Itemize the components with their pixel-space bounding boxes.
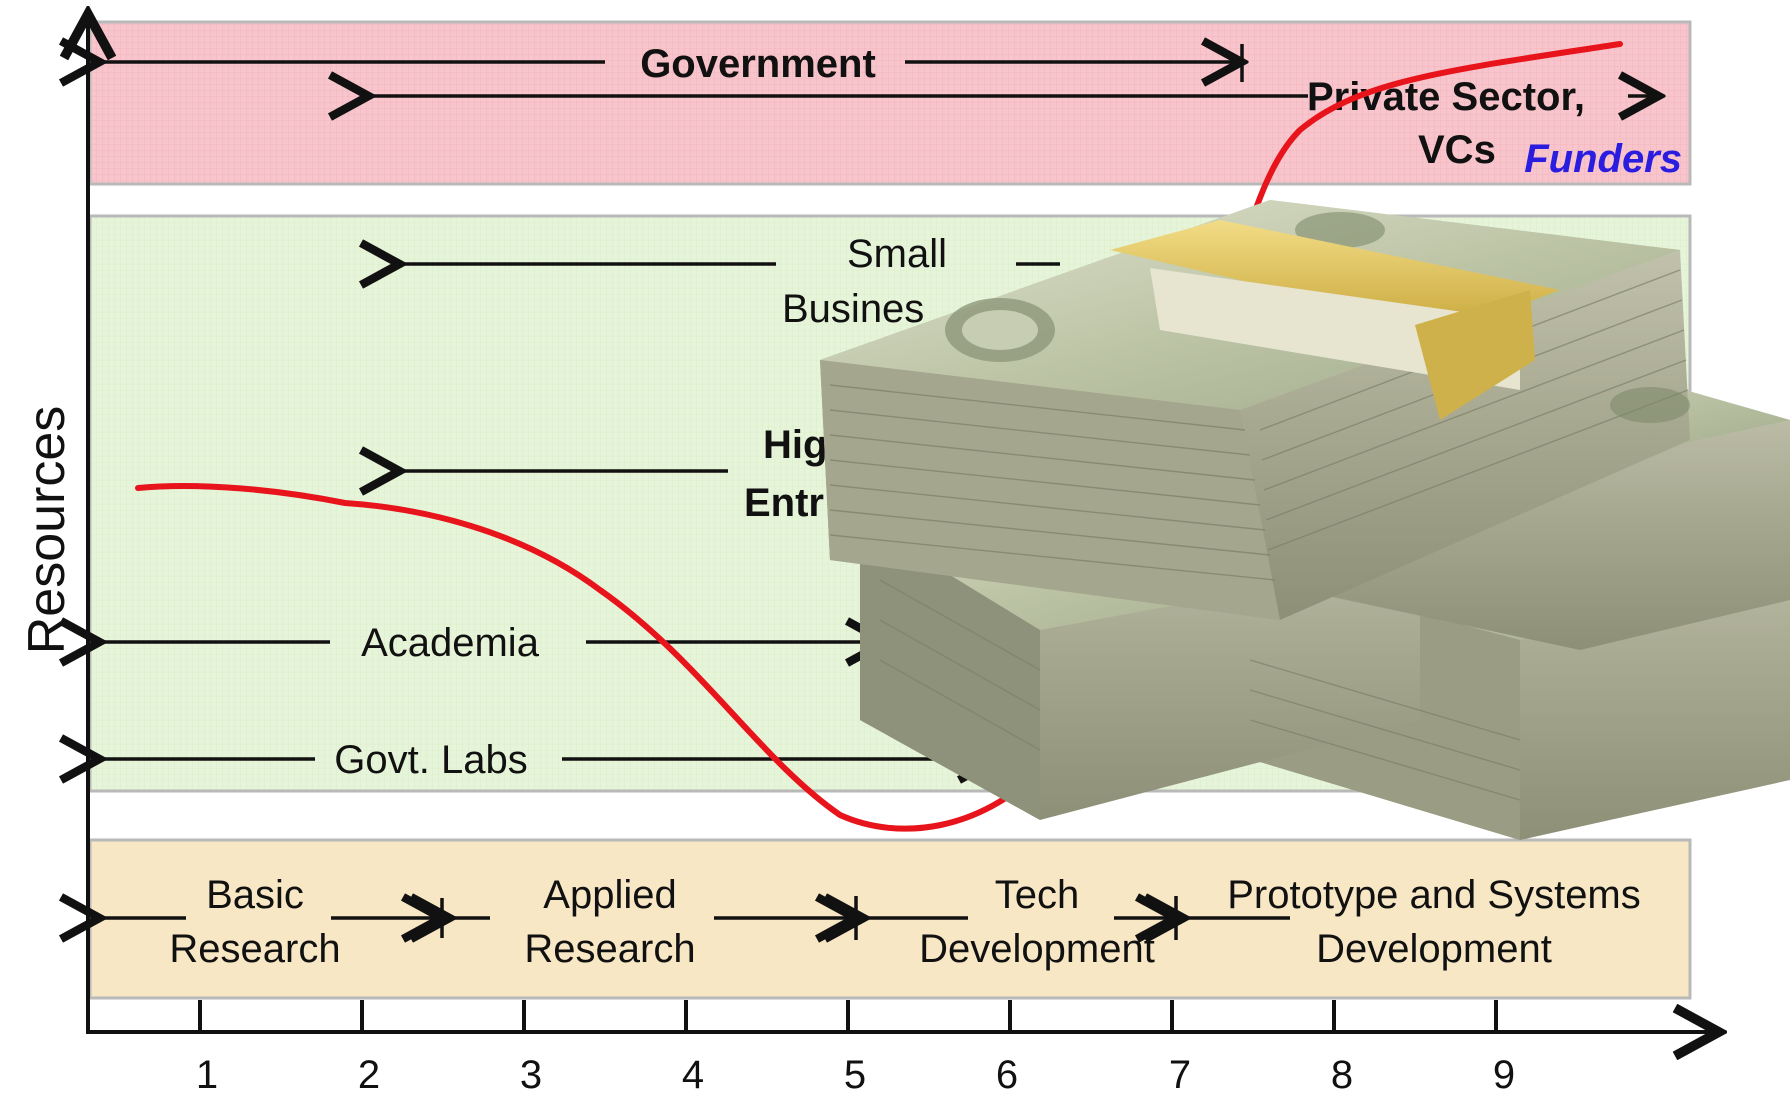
private-sector-label: Private Sector, [1307, 75, 1585, 119]
x-tick-label: 7 [1169, 1053, 1191, 1093]
x-tick-label: 5 [844, 1053, 866, 1093]
stage-label: Development [1316, 927, 1552, 971]
x-tick-label: 1 [196, 1053, 218, 1093]
x-tick-label: 8 [1331, 1053, 1353, 1093]
stage-label: Tech [995, 873, 1080, 917]
stage-label: Research [524, 927, 695, 971]
stage-label: Basic [206, 873, 304, 917]
govt-labs-label: Govt. Labs [334, 738, 527, 782]
government-label: Government [640, 42, 876, 86]
vcs-label: VCs [1418, 128, 1496, 172]
y-axis-label: Resources [18, 406, 76, 655]
small-business-label: Small [847, 232, 947, 276]
x-tick-marks [198, 1000, 1498, 1032]
stage-label: Prototype and Systems [1227, 873, 1641, 917]
x-tick-label: 3 [520, 1053, 542, 1093]
small-business-label-line2: Busines [782, 287, 924, 331]
high-tech-label: Hig [763, 423, 827, 467]
stage-label: Applied [543, 873, 676, 917]
x-tick-label: 4 [682, 1053, 704, 1093]
x-tick-label: 2 [358, 1053, 380, 1093]
x-tick-label: 9 [1493, 1053, 1515, 1093]
academia-label: Academia [361, 621, 540, 665]
resource-curve [135, 41, 1623, 832]
stage-label: Research [169, 927, 340, 971]
high-tech-label-line2: Entr [744, 481, 824, 525]
x-tick-label: 6 [996, 1053, 1018, 1093]
stage-label: Development [919, 927, 1155, 971]
money-stack-icon [820, 200, 1790, 840]
funders-category-label: Funders [1524, 137, 1682, 181]
stage-arrows [96, 896, 1290, 940]
